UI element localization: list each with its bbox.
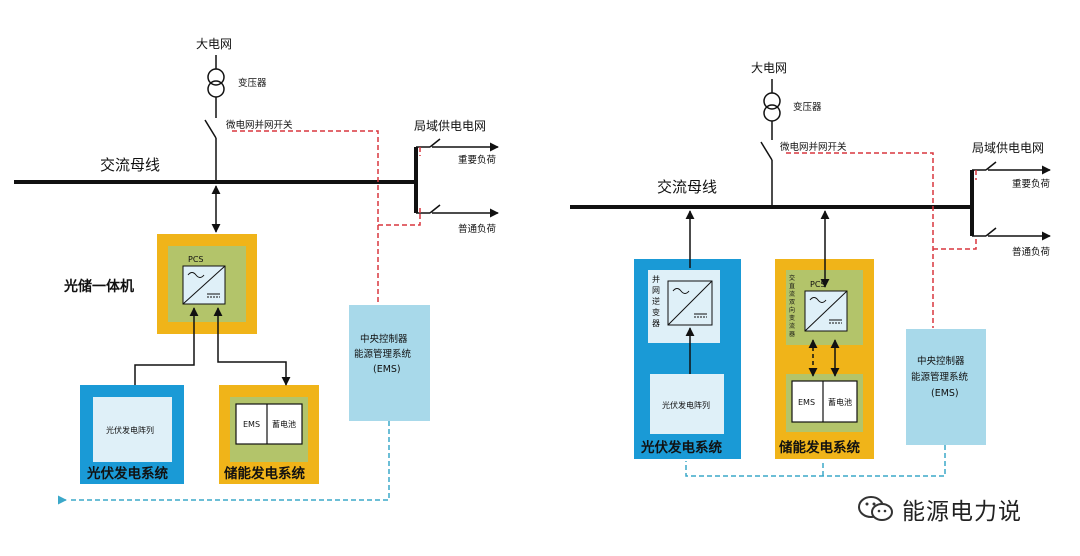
svg-text:并: 并 (652, 274, 660, 284)
wechat-icon (858, 496, 893, 521)
left-controller-line3: (EMS) (373, 364, 401, 375)
svg-text:向: 向 (789, 306, 795, 314)
left-diagram: 大电网 变压器 微电网并网开关 交流母线 局域供电电网 重要负荷 普通负荷 (14, 37, 499, 505)
left-switch-icon (204, 119, 217, 139)
left-battery-label: 蓄电池 (272, 419, 296, 429)
svg-text:变: 变 (652, 307, 660, 317)
right-grid-label: 大电网 (751, 61, 787, 75)
svg-text:器: 器 (652, 319, 660, 328)
svg-text:直: 直 (789, 282, 795, 290)
left-controller-line1: 中央控制器 (360, 333, 408, 345)
right-pv-array-label: 光伏发电阵列 (662, 400, 710, 410)
right-switch-icon (760, 141, 773, 161)
left-local-grid-label: 局域供电电网 (414, 119, 486, 133)
right-transformer-icon (763, 92, 781, 122)
left-grid-label: 大电网 (196, 37, 232, 51)
right-battery-label: 蓄电池 (828, 397, 852, 407)
right-controller-line2: 能源管理系统 (911, 371, 969, 383)
left-pv-system-label: 光伏发电系统 (86, 465, 168, 482)
right-inverter-icon (667, 280, 713, 326)
left-bus-label: 交流母线 (100, 156, 160, 174)
left-controller-line2: 能源管理系统 (354, 348, 412, 360)
left-pcs-converter-icon (182, 265, 226, 305)
svg-text:交: 交 (789, 274, 795, 282)
right-transformer-label: 变压器 (793, 101, 822, 113)
right-central-controller (906, 329, 986, 445)
svg-text:双: 双 (789, 299, 795, 306)
right-bus-label: 交流母线 (657, 178, 717, 196)
right-inverter-label: 并 网 逆 变 器 (652, 274, 660, 328)
left-central-controller (349, 305, 430, 421)
right-load-normal-label: 普通负荷 (1012, 246, 1051, 258)
left-load-normal-label: 普通负荷 (458, 223, 497, 235)
left-transformer-label: 变压器 (238, 77, 267, 89)
left-load-important-label: 重要负荷 (458, 154, 497, 166)
svg-text:网: 网 (652, 286, 660, 295)
right-controller-line1: 中央控制器 (917, 355, 965, 367)
left-pv-array-label: 光伏发电阵列 (106, 425, 154, 435)
svg-text:流: 流 (789, 322, 795, 330)
right-switch-label: 微电网并网开关 (780, 141, 847, 153)
right-pcs-side-label: 交 直 流 双 向 变 流 器 (789, 274, 795, 338)
left-transformer-icon (207, 68, 225, 98)
watermark: 能源电力说 (856, 493, 1022, 525)
left-comm-lines (68, 421, 390, 501)
right-ems-box-label: EMS (798, 398, 815, 407)
right-diagram: 大电网 变压器 微电网并网开关 交流母线 局域供电电网 重要负荷 普通负荷 (570, 61, 1051, 477)
right-control-lines (786, 152, 977, 328)
svg-text:变: 变 (789, 314, 795, 322)
right-load-important-label: 重要负荷 (1012, 178, 1051, 190)
left-ems-box-label: EMS (243, 420, 260, 429)
right-comm-lines (685, 445, 946, 477)
left-pcs-label: PCS (188, 255, 204, 264)
svg-text:逆: 逆 (652, 296, 660, 306)
right-local-grid-label: 局域供电电网 (972, 141, 1044, 155)
watermark-text: 能源电力说 (902, 499, 1022, 525)
right-controller-line3: (EMS) (931, 388, 959, 399)
right-pv-system-label: 光伏发电系统 (640, 439, 722, 456)
left-control-lines (232, 130, 421, 302)
left-switch-label: 微电网并网开关 (226, 119, 293, 131)
svg-text:器: 器 (789, 331, 795, 338)
right-pcs-label: PCS (810, 280, 826, 289)
left-integrated-label: 光储一体机 (63, 278, 134, 295)
right-storage-system-label: 储能发电系统 (778, 439, 860, 456)
svg-text:流: 流 (789, 290, 795, 298)
right-pcs-converter-icon (804, 290, 848, 332)
left-storage-system-label: 储能发电系统 (223, 465, 305, 482)
